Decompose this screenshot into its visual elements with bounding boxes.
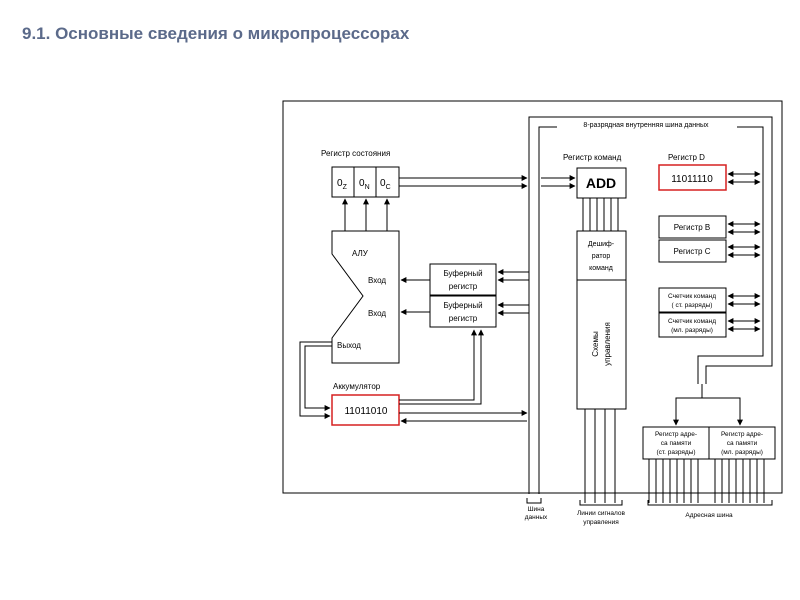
accumulator-bus-arrow [399,410,528,424]
buffer-to-alu-arrows [400,277,430,315]
bus-to-mar-arrows [673,384,743,426]
svg-text:(мл. разряды): (мл. разряды) [671,327,713,334]
alu-block [331,230,400,364]
outer-frame [282,100,783,494]
svg-text:Регистр C: Регистр C [674,247,711,256]
svg-text:Дешиф-: Дешиф- [588,241,615,248]
svg-text:регистр: регистр [449,314,478,323]
instruction-register-label: Регистр команд [563,153,622,162]
svg-text:(ст. разряды): (ст. разряды) [656,449,695,456]
svg-text:Регистр адре-: Регистр адре- [655,431,697,438]
alu-label: АЛУ [352,249,369,258]
alu-input-2: Вход [368,309,386,318]
accumulator-register [331,394,400,426]
buffer-register-2: Буферный регистр [429,295,497,328]
status-to-bus-arrow [399,175,528,189]
svg-text:Буферный: Буферный [443,301,482,310]
alu-to-accumulator-arrow [299,341,332,419]
accumulator-label: Аккумулятор [333,382,381,391]
flag-z: 0Z [337,178,348,191]
program-counter-low: Счетчик команд (мл. разряды) [658,312,727,338]
flag-c: 0C [380,178,391,191]
alu-output: Выход [337,341,361,350]
svg-text:( ст. разряды): ( ст. разряды) [672,302,713,309]
svg-text:Счетчик команд: Счетчик команд [668,293,716,300]
svg-text:управления: управления [603,322,612,366]
control-signal-lines [584,409,616,503]
control-lines-label-2: управления [583,519,619,526]
control-lines-label: Линии сигналов [577,510,625,517]
memory-address-register-high: Регистр адре- са памяти (ст. разряды) [642,426,710,460]
data-bus-label: Шина [528,506,545,513]
buffer-register-1: Буферный регистр [429,263,497,296]
bus-to-buffer-arrows [497,269,529,316]
svg-text:ратор: ратор [592,253,611,260]
svg-text:команд: команд [589,265,613,272]
register-b: Регистр B [658,215,727,239]
svg-text:Буферный: Буферный [443,269,482,278]
data-bus-label-2: данных [525,514,548,521]
program-counter-high: Счетчик команд ( ст. разряды) [658,287,727,313]
address-bus-lines [648,459,765,503]
bottom-brackets [526,498,773,506]
flag-n: 0N [359,178,370,191]
svg-text:са памяти: са памяти [661,440,692,447]
instruction-register-value: ADD [586,175,616,191]
svg-text:Схемы: Схемы [591,331,600,357]
register-bus-arrows [727,171,761,332]
register-d [658,164,727,191]
register-d-value: 11011110 [671,174,713,185]
svg-text:регистр: регистр [449,282,478,291]
memory-address-register-low: Регистр адре- са памяти (мл. разряды) [708,426,776,460]
svg-text:са памяти: са памяти [727,440,758,447]
register-d-label: Регистр D [668,153,705,162]
control-circuits: Схемы управления [576,279,627,410]
svg-text:Счетчик команд: Счетчик команд [668,318,716,325]
instruction-register [576,167,627,199]
internal-data-bus [528,116,773,494]
svg-text:Регистр B: Регистр B [674,223,711,232]
accumulator-to-buffer-arrow [399,329,484,405]
address-bus-label: Адресная шина [685,512,733,519]
internal-bus-label: 8-разрядная внутренняя шина данных [583,122,709,129]
instruction-decoder: Дешиф- ратор команд [576,230,627,281]
register-c: Регистр C [658,239,727,263]
status-register-label: Регистр состояния [321,149,390,158]
svg-text:(мл. разряды): (мл. разряды) [721,449,763,456]
status-register: 0Z 0N 0C [331,166,400,198]
slide-title: 9.1. Основные сведения о микропроцессора… [22,24,410,43]
svg-text:Регистр адре-: Регистр адре- [721,431,763,438]
alu-to-status-arrows [342,198,390,231]
accumulator-value: 11011010 [344,406,387,417]
alu-input-1: Вход [368,276,386,285]
ir-to-decoder-lines [582,198,619,231]
